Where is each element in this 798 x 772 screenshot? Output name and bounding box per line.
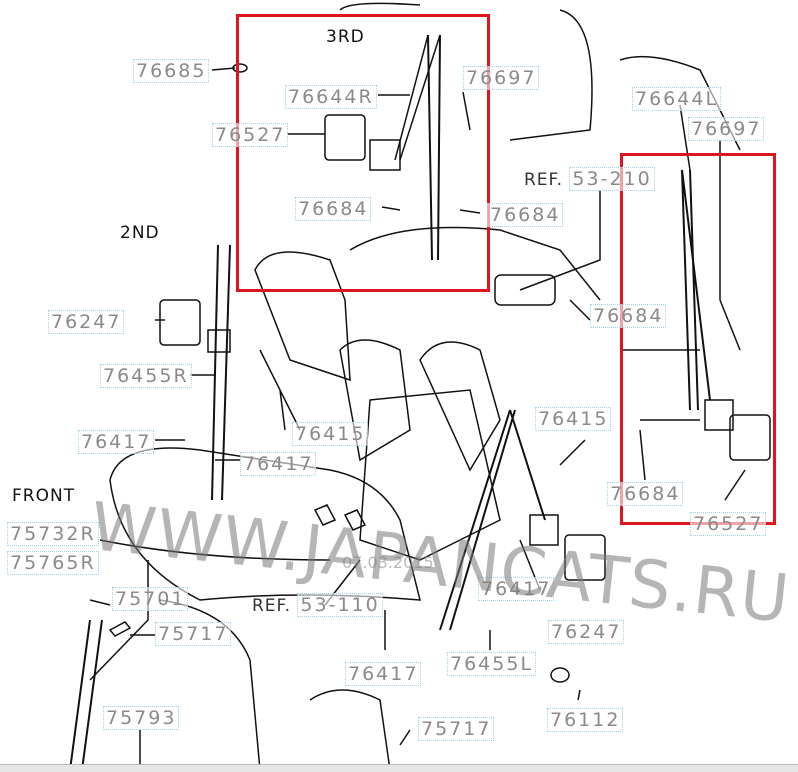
part-label[interactable]: 75717 [155, 622, 232, 646]
ref-prefix: REF. [252, 596, 292, 616]
part-label[interactable]: 76685 [133, 59, 210, 83]
part-label[interactable]: 76684 [295, 197, 372, 221]
part-label[interactable]: 76415 [535, 407, 612, 431]
part-label[interactable]: 75765R [7, 551, 99, 575]
date-stamp: 07.03.2015 [342, 553, 434, 572]
part-label[interactable]: 75717 [418, 717, 495, 741]
part-label[interactable]: 76684 [607, 482, 684, 506]
part-label[interactable]: 76247 [548, 620, 625, 644]
part-label[interactable]: 76455R [100, 364, 192, 388]
part-label[interactable]: 75793 [103, 706, 180, 730]
part-label[interactable]: 76527 [212, 123, 289, 147]
part-label[interactable]: 76644R [285, 85, 377, 109]
part-label[interactable]: 76684 [487, 203, 564, 227]
section-label-front: FRONT [12, 486, 76, 506]
part-label[interactable]: 76455L [447, 652, 537, 676]
part-label[interactable]: 76417 [345, 662, 422, 686]
part-label[interactable]: 76417 [78, 430, 155, 454]
part-label[interactable]: 76112 [547, 708, 624, 732]
part-label[interactable]: 76417 [478, 577, 555, 601]
part-label[interactable]: 76697 [463, 66, 540, 90]
part-label[interactable]: 76644L [632, 87, 722, 111]
horizontal-scrollbar[interactable] [0, 764, 798, 772]
part-label[interactable]: 76415 [292, 422, 369, 446]
part-label[interactable]: 76684 [590, 304, 667, 328]
section-label-2nd: 2ND [120, 223, 160, 243]
ref-53-110[interactable]: REF. 53-110 [252, 593, 383, 617]
part-label[interactable]: 76247 [48, 310, 125, 334]
ref-53-210[interactable]: REF. 53-210 [524, 167, 655, 191]
part-label[interactable]: 76417 [240, 452, 317, 476]
ref-part[interactable]: 53-110 [297, 593, 383, 617]
ref-prefix: REF. [524, 170, 564, 190]
part-label[interactable]: 76527 [690, 512, 767, 536]
part-label[interactable]: 75732R [7, 522, 99, 546]
part-label[interactable]: 76697 [688, 117, 765, 141]
ref-part[interactable]: 53-210 [569, 167, 655, 191]
section-label-3rd: 3RD [326, 27, 365, 47]
part-label[interactable]: 75701 [112, 587, 189, 611]
